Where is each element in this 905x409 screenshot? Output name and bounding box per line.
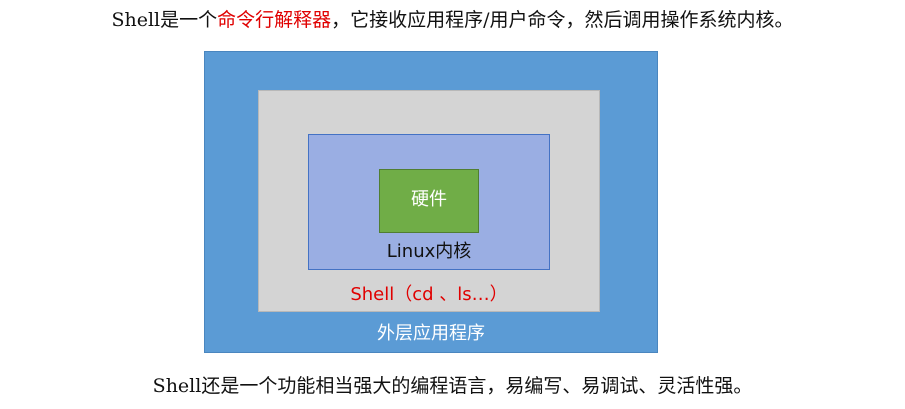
application-label: 外层应用程序 (377, 323, 485, 344)
kernel-label: Linux内核 (386, 241, 472, 262)
hardware-label: 硬件 (411, 189, 447, 210)
bottom-caption: Shell还是一个功能相当强大的编程语言，易编写、易调试、灵活性强。 (152, 375, 753, 397)
top-caption-prefix: Shell是一个 (111, 9, 218, 31)
top-caption: Shell是一个命令行解释器，它接收应用程序/用户命令，然后调用操作系统内核。 (0, 7, 905, 33)
top-caption-suffix: ，它接收应用程序/用户命令，然后调用操作系统内核。 (331, 9, 794, 31)
top-caption-highlight: 命令行解释器 (217, 9, 332, 31)
hardware-box (379, 169, 479, 233)
shell-label: Shell（cd 、ls…） (350, 284, 508, 305)
